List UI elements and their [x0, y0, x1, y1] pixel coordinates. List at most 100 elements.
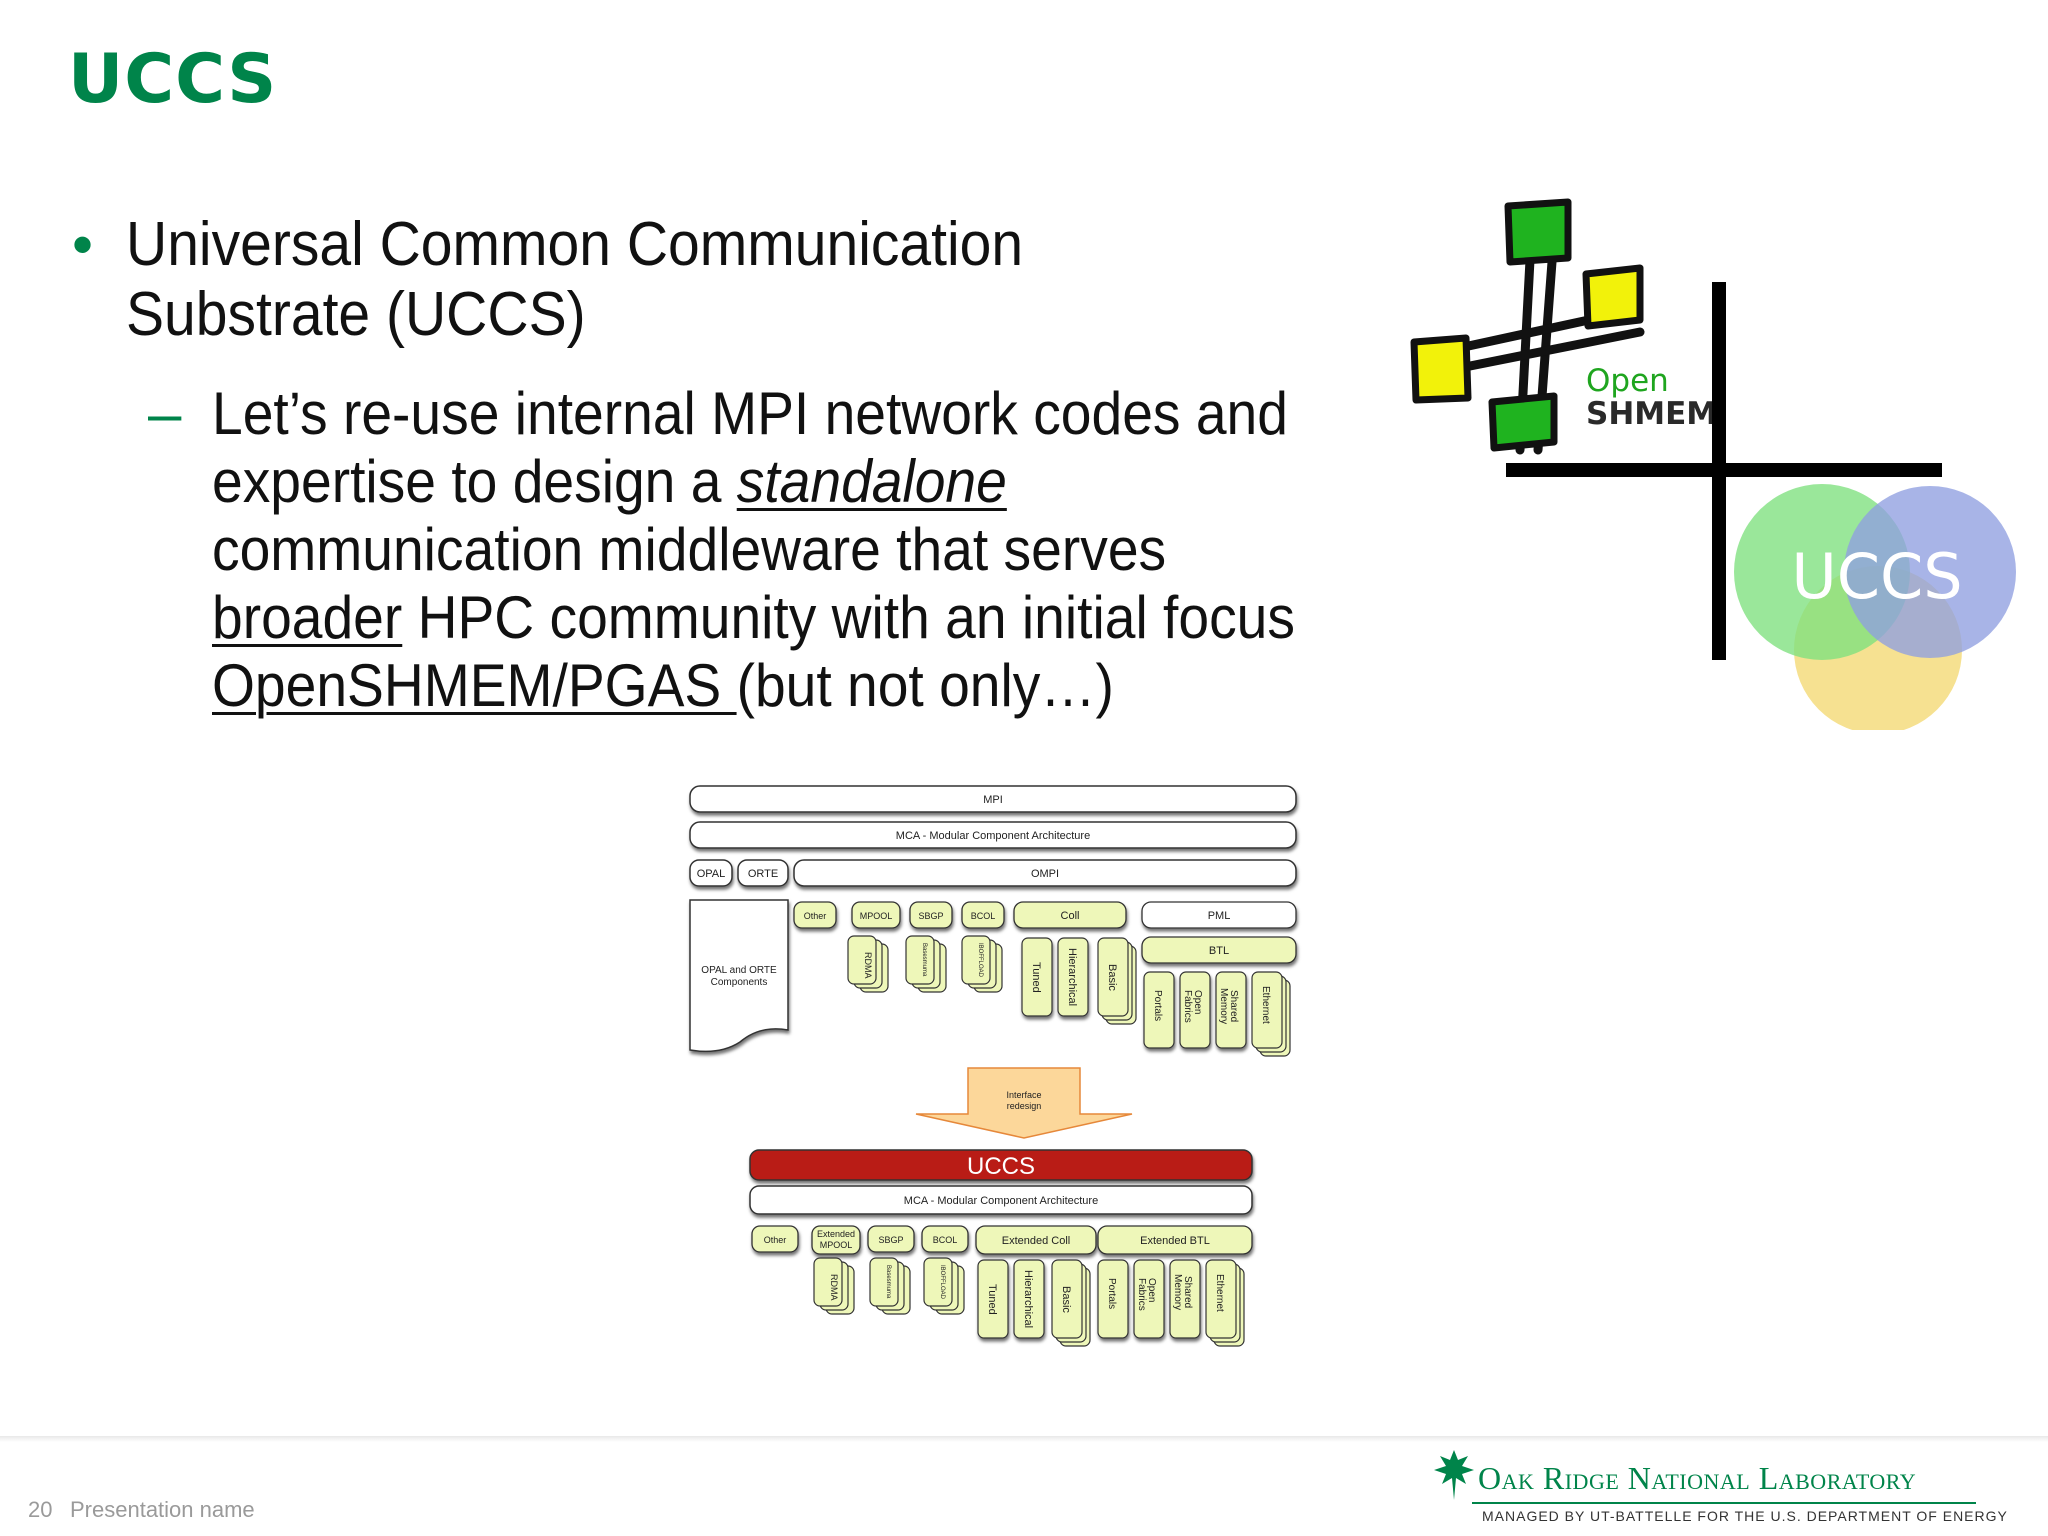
bottom-other-box	[751, 1225, 799, 1253]
extended-mpool-box	[811, 1225, 861, 1255]
open-fabrics-line2: Fabrics	[1182, 990, 1193, 1023]
ethernet-stack	[1251, 971, 1291, 1057]
rdma-label: RDMA	[863, 952, 873, 979]
uccs-venn: UCCS	[1734, 484, 2016, 730]
venn-blue-circle	[1844, 486, 2016, 658]
bottom-hierarchical-card	[1013, 1259, 1045, 1339]
uccs-bar	[749, 1149, 1253, 1181]
footer-divider	[0, 1436, 2048, 1442]
bottom-basic-stack	[1051, 1259, 1091, 1347]
btl-box	[1141, 936, 1297, 964]
extended-mpool-line2: MPOOL	[820, 1240, 853, 1250]
bullet2-standalone: standalone	[736, 448, 1007, 515]
ethernet-label: Ethernet	[1260, 986, 1271, 1024]
open-fabrics-line1: Open	[1192, 990, 1203, 1014]
bullet-dash: –	[148, 380, 182, 447]
opal-orte-components-line2: Components	[711, 977, 768, 988]
tuned-card	[1021, 937, 1053, 1017]
square-green-bottom	[1488, 392, 1558, 452]
bullet2-part4: (but not only…)	[736, 652, 1114, 719]
bottom-bcol-label: BCOL	[933, 1235, 958, 1245]
bottom-portals-card	[1097, 1259, 1129, 1339]
bottom-basic-label: Basic	[1060, 1286, 1072, 1313]
coll-label: Coll	[1061, 910, 1080, 922]
page-number: 20	[28, 1497, 53, 1522]
opal-box	[689, 859, 733, 887]
open-fabrics-card	[1179, 971, 1211, 1049]
ornl-leaf-icon	[1434, 1450, 1474, 1500]
openshmem-uccs-logo: Open SHMEM UCCS	[1410, 198, 2016, 730]
sbgp-label: SBGP	[918, 911, 943, 921]
orte-label: ORTE	[748, 868, 778, 880]
slide-title: UCCS	[68, 40, 278, 119]
tuned-label: Tuned	[1030, 962, 1042, 993]
opal-orte-components-line1: OPAL and ORTE	[701, 965, 777, 976]
ornl-managed-by: MANAGED BY UT-BATTELLE FOR THE U.S. DEPA…	[1482, 1508, 2008, 1524]
uccs-bar-label: UCCS	[967, 1153, 1035, 1180]
opal-label: OPAL	[697, 868, 726, 880]
bullet2-part3: HPC community with an initial focus	[402, 584, 1295, 651]
bottom-bcol-box	[921, 1225, 969, 1253]
hierarchical-card	[1057, 937, 1089, 1017]
bottom-ethernet-stack	[1205, 1259, 1245, 1347]
ornl-underline	[1472, 1502, 1976, 1504]
bottom-tuned-card	[977, 1259, 1009, 1339]
mpool-label: MPOOL	[860, 911, 893, 921]
mpi-label: MPI	[983, 794, 1003, 806]
bullet-level1-text: Universal Common Communication Substrate…	[126, 210, 1024, 349]
iboffload-stack	[961, 935, 1003, 993]
square-green-top	[1504, 198, 1572, 266]
basesmuma-label: Basesmuma	[921, 943, 927, 977]
portals-label: Portals	[1152, 990, 1163, 1021]
bottom-rdma-stack	[813, 1257, 855, 1315]
extended-coll-label: Extended Coll	[1002, 1235, 1071, 1247]
hierarchical-label: Hierarchical	[1066, 948, 1078, 1006]
logo-open-text: Open	[1586, 363, 1669, 399]
logo-uccs-text: UCCS	[1791, 540, 1962, 613]
bottom-iboffload-label: IBOFFLOAD	[939, 1265, 945, 1300]
basic-stack	[1097, 937, 1137, 1025]
shared-memory-line2: Memory	[1218, 988, 1229, 1024]
iboffload-label: IBOFFLOAD	[977, 943, 983, 978]
bottom-shared-memory-line1: Shared	[1182, 1276, 1193, 1308]
basic-label: Basic	[1106, 964, 1118, 991]
bottom-open-fabrics-line2: Fabrics	[1136, 1278, 1147, 1311]
interface-redesign-arrow: Interface redesign	[915, 1067, 1133, 1139]
bottom-iboffload-stack	[923, 1257, 965, 1315]
basesmuma-stack	[905, 935, 947, 993]
bottom-portals-label: Portals	[1106, 1278, 1117, 1309]
other-box	[793, 901, 837, 929]
other-label: Other	[804, 911, 827, 921]
bottom-mca-bar	[749, 1185, 1253, 1215]
square-yellow-right	[1582, 264, 1644, 330]
bottom-stack: UCCS MCA - Modular Component Architectur…	[749, 1149, 1253, 1347]
mpool-box	[851, 901, 901, 929]
opal-orte-components-doc	[689, 899, 789, 1053]
bottom-mca-label: MCA - Modular Component Architecture	[904, 1195, 1098, 1207]
bullet-level2-text: Let’s re-use internal MPI network codes …	[212, 380, 1344, 720]
presentation-name: Presentation name	[70, 1497, 255, 1522]
mca-label: MCA - Modular Component Architecture	[896, 830, 1090, 842]
btl-label: BTL	[1209, 945, 1229, 957]
bottom-open-fabrics-line1: Open	[1146, 1278, 1157, 1302]
shared-memory-line1: Shared	[1228, 990, 1239, 1022]
square-yellow-left	[1410, 334, 1472, 404]
bullet2-broader: broader	[212, 584, 403, 651]
bottom-sbgp-box	[867, 1225, 915, 1253]
mpi-bar	[689, 785, 1297, 813]
extended-mpool-line1: Extended	[817, 1229, 855, 1239]
arrow-label-line2: redesign	[1007, 1101, 1042, 1111]
mca-bar	[689, 821, 1297, 849]
bottom-sbgp-label: SBGP	[878, 1235, 903, 1245]
sketch-squares	[1410, 198, 1644, 452]
bottom-other-label: Other	[764, 1235, 787, 1245]
bullet2-part1: Let’s re-use internal MPI network codes …	[212, 380, 1288, 515]
bottom-hierarchical-label: Hierarchical	[1022, 1270, 1034, 1328]
orte-box	[737, 859, 789, 887]
shared-memory-card	[1215, 971, 1247, 1049]
bottom-basesmuma-label: Basesmuma	[885, 1265, 891, 1299]
extended-btl-box	[1097, 1225, 1253, 1255]
bcol-label: BCOL	[971, 911, 996, 921]
ompi-bar	[793, 859, 1297, 887]
